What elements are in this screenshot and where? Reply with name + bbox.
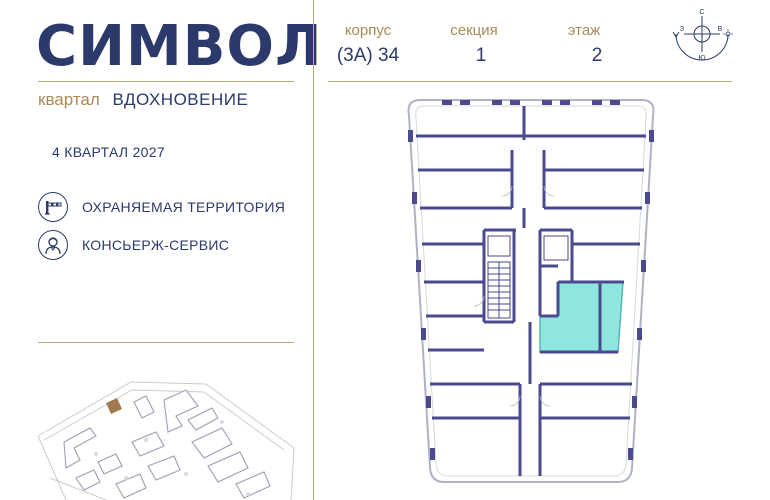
site-plan bbox=[37, 381, 295, 500]
section-label: секция bbox=[450, 22, 498, 39]
compass-south: Ю bbox=[698, 55, 705, 62]
delivery-date: 4 КВАРТАЛ 2027 bbox=[52, 144, 165, 160]
building-marker bbox=[106, 398, 122, 414]
compass-east: В bbox=[718, 26, 723, 33]
floor-value: 2 bbox=[591, 45, 603, 66]
concierge-icon bbox=[38, 230, 68, 260]
compass-north: С bbox=[699, 9, 704, 16]
quarter-title: квартал ВДОХНОВЕНИЕ bbox=[38, 90, 248, 110]
quarter-name: ВДОХНОВЕНИЕ bbox=[112, 90, 249, 109]
quarter-prefix: квартал bbox=[38, 90, 100, 109]
vertical-divider bbox=[313, 0, 314, 500]
divider-bottom-left bbox=[38, 342, 294, 343]
barrier-icon bbox=[38, 192, 68, 222]
building-value: (3А) 34 bbox=[336, 45, 400, 66]
feature-security-label: ОХРАНЯЕМАЯ ТЕРРИТОРИЯ bbox=[82, 199, 286, 215]
feature-concierge: КОНСЬЕРЖ-СЕРВИС bbox=[38, 228, 229, 262]
compass-west: З bbox=[680, 26, 684, 33]
floor-label: этаж bbox=[567, 22, 601, 39]
divider-top-right bbox=[328, 81, 732, 82]
feature-security: ОХРАНЯЕМАЯ ТЕРРИТОРИЯ bbox=[38, 190, 285, 224]
divider-top-left bbox=[38, 81, 294, 82]
compass-icon: С Ю З В bbox=[672, 9, 733, 62]
building-label: корпус bbox=[344, 22, 392, 39]
brand-logo: СИМВОЛ bbox=[36, 14, 323, 79]
section-value: 1 bbox=[475, 45, 487, 66]
feature-concierge-label: КОНСЬЕРЖ-СЕРВИС bbox=[82, 237, 230, 253]
floor-plan bbox=[407, 99, 655, 483]
